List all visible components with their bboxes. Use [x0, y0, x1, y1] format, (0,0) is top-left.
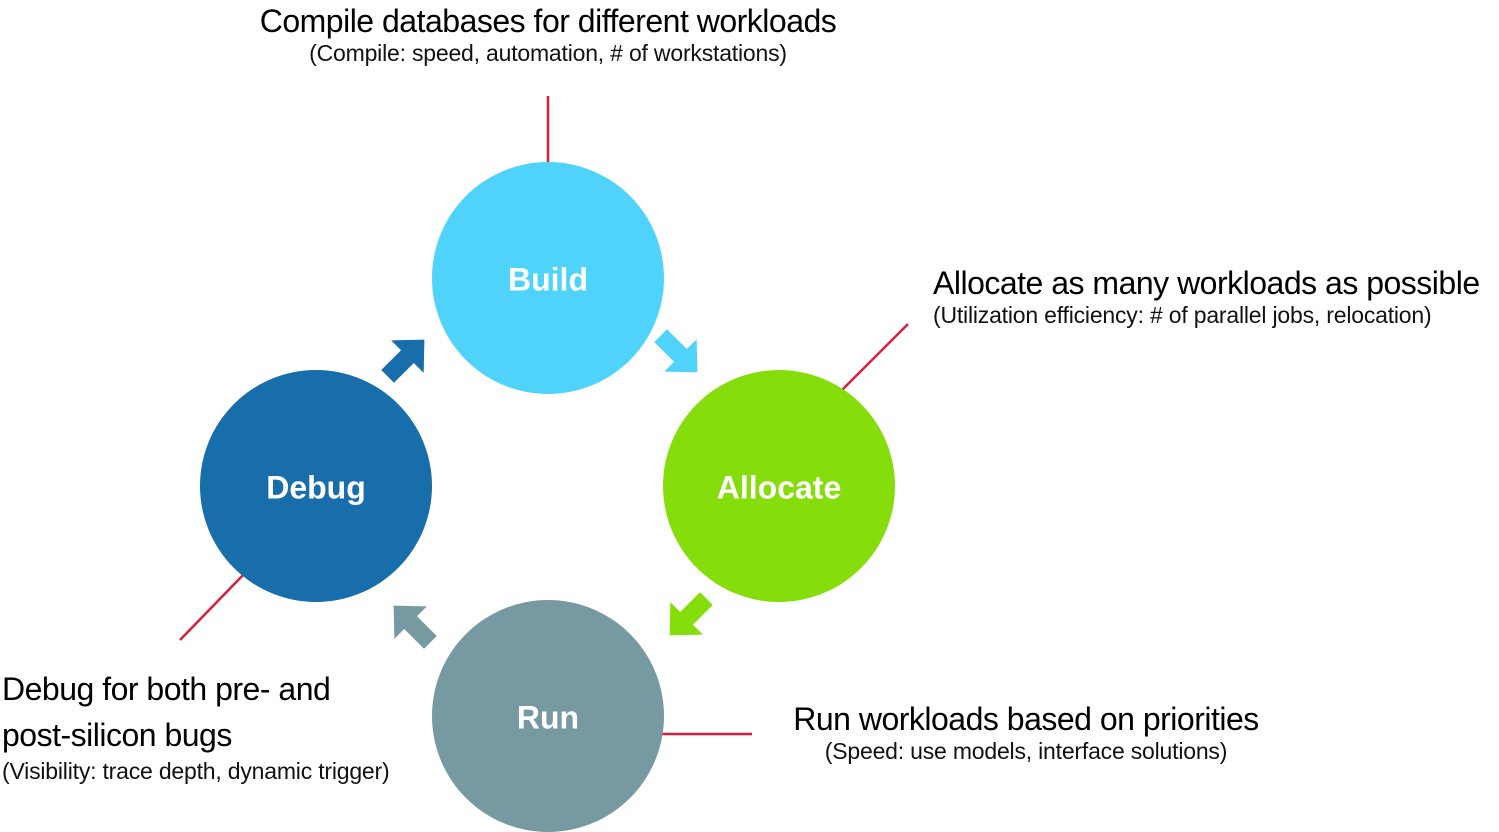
leader-line-allocate — [841, 323, 909, 391]
build-label: Build — [508, 261, 588, 297]
leader-line-debug — [179, 571, 247, 641]
callout-allocate-headline: Allocate as many workloads as possible — [933, 265, 1480, 301]
arrow-allocate-to-run — [669, 592, 713, 636]
callout-build-detail: (Compile: speed, automation, # of workst… — [309, 40, 787, 67]
callout-debug-detail: (Visibility: trace depth, dynamic trigge… — [2, 758, 390, 784]
callout-run: Run workloads based on priorities (Speed… — [782, 700, 1270, 766]
callout-run-detail: (Speed: use models, interface solutions) — [824, 738, 1228, 765]
allocate-label: Allocate — [717, 469, 841, 505]
callout-allocate-detail: (Utilization efficiency: # of parallel j… — [933, 302, 1432, 329]
arrow-debug-to-build — [381, 339, 425, 383]
debug-label: Debug — [266, 469, 366, 505]
run-circle — [432, 600, 664, 832]
callout-allocate: Allocate as many workloads as possible (… — [933, 264, 1480, 330]
run-label: Run — [517, 699, 579, 735]
callout-build-headline: Compile databases for different workload… — [259, 3, 837, 39]
callout-debug: Debug for both pre- and post-silicon bug… — [2, 666, 390, 786]
callout-debug-headline-line2: post-silicon bugs — [2, 717, 232, 753]
arrow-build-to-allocate — [654, 329, 698, 373]
callout-build: Compile databases for different workload… — [245, 2, 851, 68]
debug-circle — [200, 370, 432, 602]
callout-run-headline: Run workloads based on priorities — [793, 701, 1259, 737]
allocate-circle — [663, 370, 895, 602]
arrow-run-to-debug — [393, 605, 437, 649]
callout-debug-headline-line1: Debug for both pre- and — [2, 671, 331, 707]
build-circle — [432, 162, 664, 394]
